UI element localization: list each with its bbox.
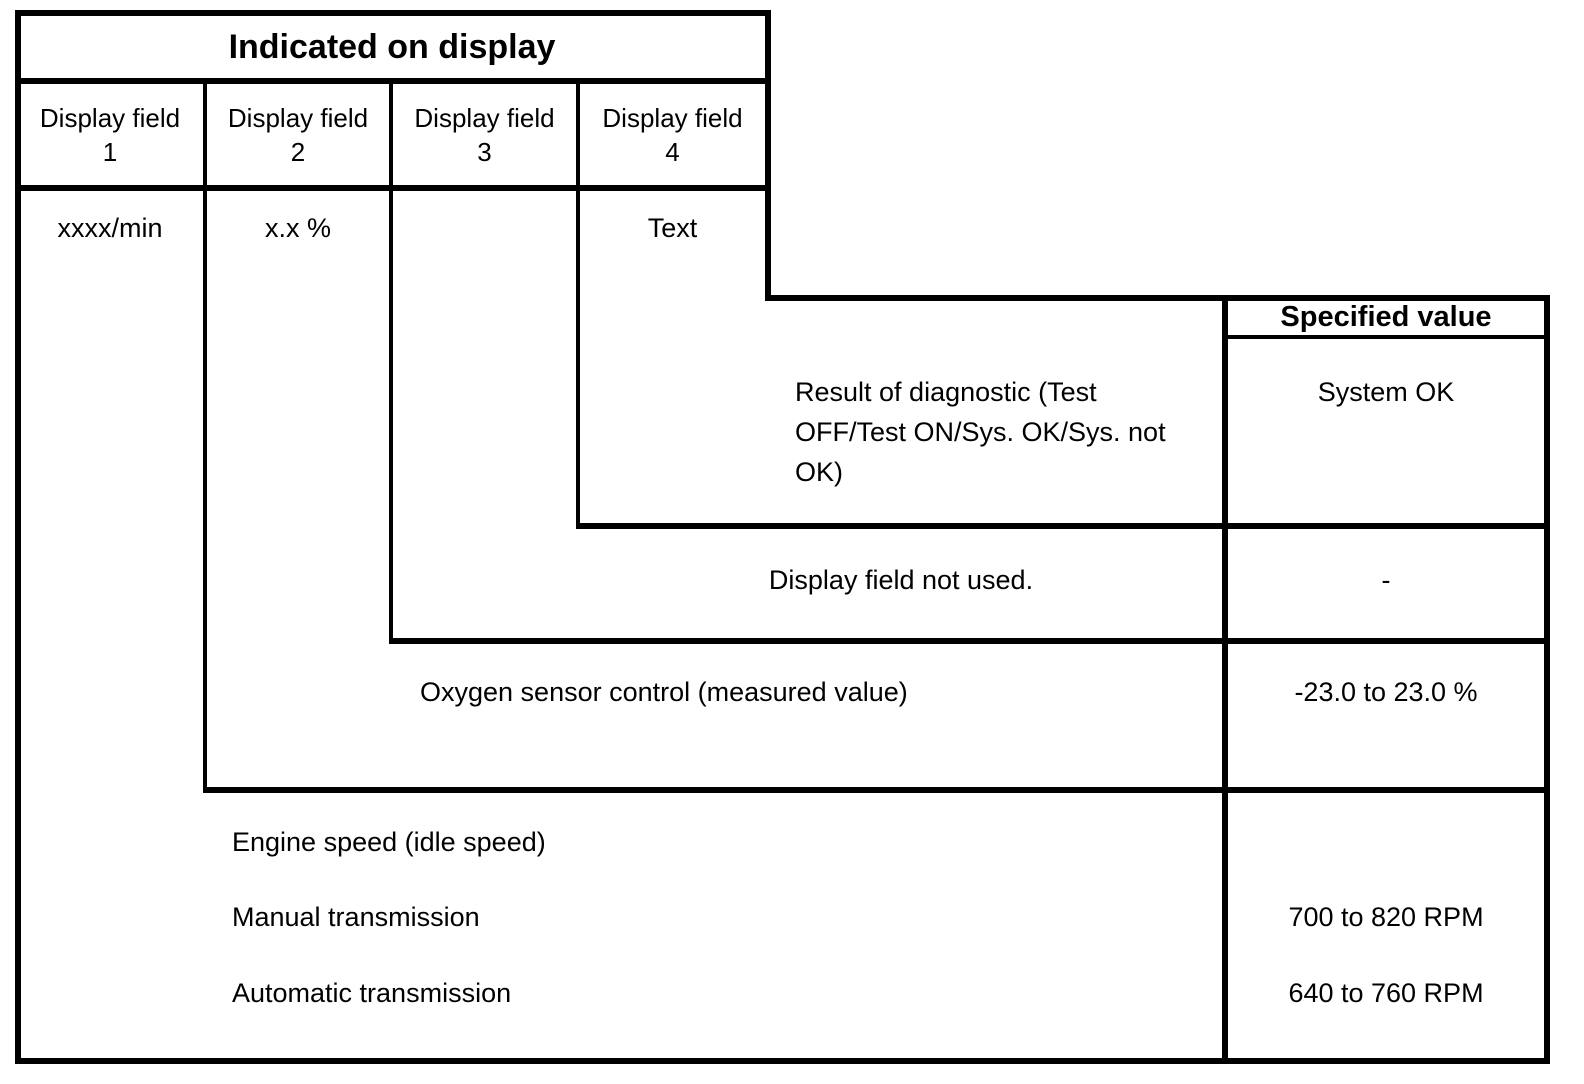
value-display-field-3	[393, 208, 576, 252]
engine-speed-automatic-value: 640 to 760 RPM	[1288, 978, 1484, 1008]
border-step3-horizontal	[389, 638, 1550, 644]
border-col1-right	[203, 78, 207, 790]
row-diagnostic-description: Result of diagnostic (Test OFF/Test ON/S…	[795, 377, 1166, 487]
row-unused-specified-value: -	[1381, 565, 1391, 595]
border-col4-right	[765, 10, 771, 301]
header-specified-value: Specified value	[1280, 301, 1492, 333]
header-display-field-2: Display field 2	[227, 102, 369, 167]
row-unused-description: Display field not used.	[768, 565, 1034, 595]
border-step2-horizontal	[576, 523, 1550, 529]
border-spec-col-left	[1222, 295, 1228, 1064]
engine-speed-heading: Engine speed (idle speed)	[232, 827, 546, 857]
header-display-field-1: Display field 1	[39, 102, 181, 167]
row-oxygen-sensor-specified-value: -23.0 to 23.0 %	[1294, 677, 1478, 707]
value-display-field-1: xxxx/min	[57, 213, 163, 243]
value-display-field-2: x.x %	[264, 213, 331, 243]
header-display-field-4: Display field 4	[602, 102, 743, 167]
border-col3-right	[576, 78, 580, 525]
engine-speed-manual-label: Manual transmission	[232, 902, 480, 932]
border-bottom-outer	[15, 1058, 1550, 1064]
table-title: Indicated on display	[228, 28, 556, 66]
border-col2-right	[389, 78, 393, 640]
row-diagnostic-specified-value: System OK	[1317, 377, 1455, 407]
border-step4-horizontal	[203, 787, 1550, 793]
engine-speed-automatic-label: Automatic transmission	[232, 978, 512, 1008]
engine-speed-manual-value: 700 to 820 RPM	[1288, 902, 1484, 932]
border-title-top	[15, 10, 769, 16]
border-left-outer	[15, 10, 21, 1064]
border-step1-horizontal	[765, 295, 1550, 301]
value-display-field-4: Text	[647, 213, 698, 243]
border-spec-header-bottom	[1222, 335, 1550, 339]
row-oxygen-sensor-description: Oxygen sensor control (measured value)	[420, 677, 908, 707]
border-right-outer	[1544, 295, 1550, 1064]
header-display-field-3: Display field 3	[414, 102, 555, 167]
